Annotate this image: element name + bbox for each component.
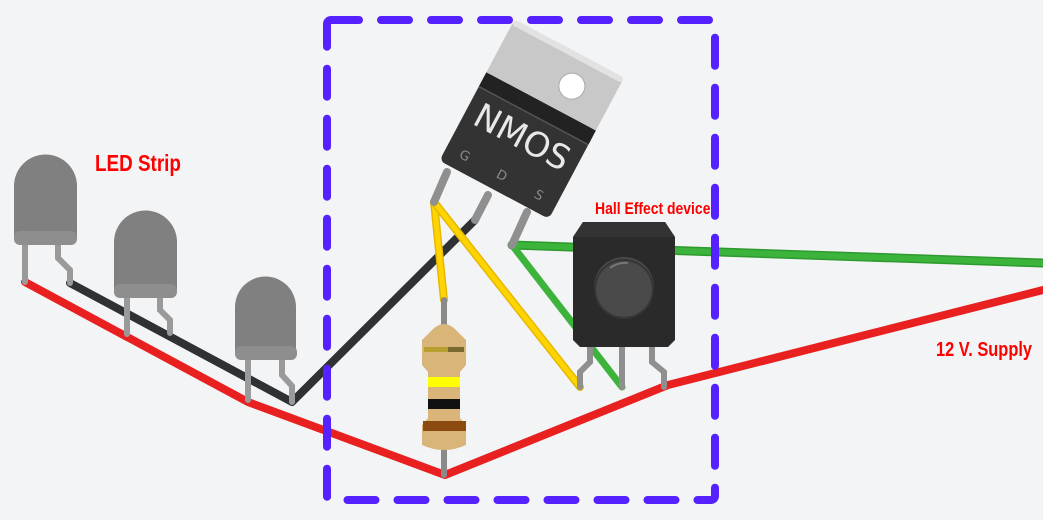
dashed-boundary-box xyxy=(323,16,719,504)
resistor xyxy=(422,297,466,478)
nmos-transistor: NMOS G D S xyxy=(430,20,623,249)
supply-label: 12 V. Supply xyxy=(936,339,1033,361)
led-3 xyxy=(235,276,297,405)
hall-effect-sensor xyxy=(573,222,675,390)
red-wire-power xyxy=(21,278,1043,479)
green-wire-hall-out xyxy=(508,241,626,391)
led-2 xyxy=(114,210,177,337)
hall-effect-label: Hall Effect device xyxy=(595,199,711,218)
led-strip-label: LED Strip xyxy=(95,150,181,176)
led-1 xyxy=(14,154,77,286)
